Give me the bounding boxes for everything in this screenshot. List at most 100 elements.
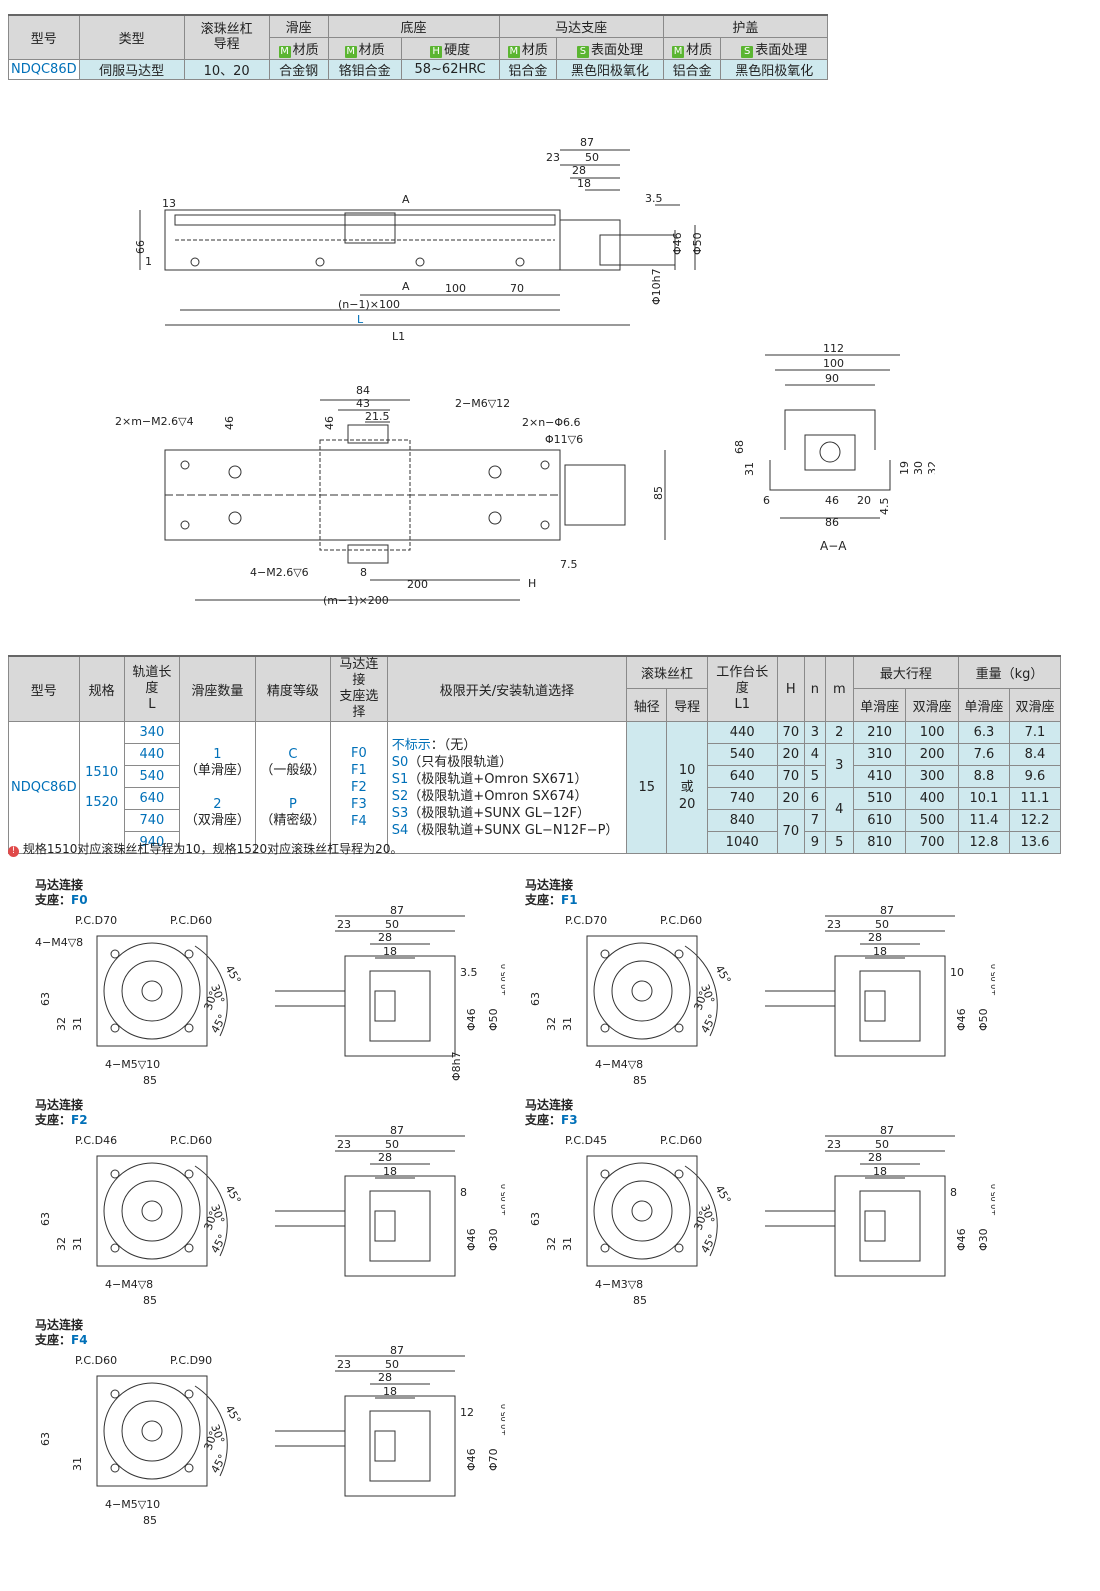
dim-28: 28: [868, 1151, 882, 1164]
cell-weight-double: 8.4: [1008, 743, 1062, 766]
dim-end: 3.5: [460, 966, 478, 979]
dim-13: 13: [162, 197, 176, 210]
dim-phi46: Φ46: [955, 1008, 968, 1031]
th-stroke-single: 单滑座: [852, 688, 907, 722]
limit-code-s4: S4: [391, 822, 409, 838]
cell-m: 4: [824, 787, 854, 832]
dim-H: H: [528, 577, 536, 590]
cell-model: NDQC86D: [8, 721, 80, 854]
dim-100: 100: [823, 357, 844, 370]
dim-phi46: Φ46: [955, 1228, 968, 1251]
limit-code-s3: S3: [391, 805, 409, 821]
dim-87: 87: [390, 1346, 404, 1357]
dim-23: 23: [546, 151, 560, 164]
dim-30: 30: [912, 461, 925, 475]
dim-32: 32: [55, 1017, 68, 1031]
mount-title: 马达连接支座：F1: [525, 878, 578, 907]
cell-weight-double: 9.6: [1008, 765, 1062, 788]
dim-43: 43: [356, 397, 370, 410]
cell-stroke-double: 400: [905, 787, 959, 810]
dim-23: 23: [337, 1138, 351, 1151]
cell-weight-double: 11.1: [1008, 787, 1062, 810]
dim-50: 50: [385, 1358, 399, 1371]
slider-qty-2-label: （双滑座）: [184, 812, 250, 828]
th-model: 型号: [8, 655, 80, 722]
angle-a2: 30°: [698, 1203, 717, 1226]
cell-n: 5: [803, 765, 826, 788]
th-max-stroke: 最大行程: [852, 655, 959, 690]
cell-stroke-double: 300: [905, 765, 959, 788]
dim-height: 63: [529, 992, 542, 1006]
section-mark-a-top: A: [402, 193, 410, 206]
dim-31: 31: [743, 462, 756, 476]
dim-32: 32: [545, 1017, 558, 1031]
cell-n: 7: [803, 809, 826, 832]
cell-motor-material: 铝合金: [498, 58, 558, 80]
limit-text-s4: （极限轨道+SUNX GL−N12F−P）: [408, 822, 619, 838]
dim-L: L: [357, 313, 364, 326]
dim-n-1-100: (n−1)×100: [338, 298, 400, 311]
cell-rail-540: 540: [123, 765, 181, 788]
limit-text-s1: （极限轨道+Omron SX671）: [408, 771, 588, 787]
dim-87: 87: [390, 1126, 404, 1137]
dim-50: 50: [875, 918, 889, 931]
cell-cover-surface: 黑色阳极氧化: [720, 58, 828, 80]
th-m: m: [824, 655, 854, 722]
angle-a3: 30°: [202, 1429, 221, 1452]
cell-H: 70: [776, 765, 805, 788]
mount-code: F1: [561, 893, 578, 907]
dim-50: 50: [385, 918, 399, 931]
dim-6: 6: [763, 494, 770, 507]
cell-stroke-single: 310: [852, 743, 907, 766]
dim-100: 100: [445, 282, 466, 295]
mount-code: F2: [71, 1113, 88, 1127]
angle-a3: 30°: [202, 1209, 221, 1232]
th-model: 型号: [8, 14, 80, 60]
cell-stroke-double: 500: [905, 809, 959, 832]
th-weight-double: 双滑座: [1008, 688, 1062, 722]
mount-code: F4: [71, 1333, 88, 1347]
dim-85: 85: [652, 486, 665, 500]
cell-shaft: 15: [626, 721, 668, 854]
top-table-row: NDQC86D 伺服马达型 10、20 合金钢 铬钼合金 58~62HRC 铝合…: [8, 58, 828, 80]
pcd-right-label: P.C.D60: [170, 914, 212, 927]
dim-end: 10: [950, 966, 964, 979]
main-spec-table: 型号 规格 轨道长度 L 滑座数量 精度等级 马达连接 支座选择 极限开关/安装…: [8, 655, 1062, 854]
pcd-left-label: P.C.D70: [565, 914, 607, 927]
th-shaft: 轴径: [626, 688, 668, 722]
th-type: 类型: [78, 14, 185, 60]
cell-limit-options: 不标示：（无） S0（只有极限轨道） S1（极限轨道+Omron SX671） …: [386, 721, 628, 854]
dim-18: 18: [873, 1165, 887, 1178]
limit-text-s3: （极限轨道+SUNX GL−12F）: [408, 805, 590, 821]
dim-84: 84: [356, 384, 370, 397]
precision-p: P: [288, 796, 297, 812]
dim-87: 87: [390, 906, 404, 917]
cell-weight-single: 11.4: [957, 809, 1010, 832]
holes-bottom-label: 4−M4▽8: [595, 1058, 643, 1071]
cell-stroke-single: 510: [852, 787, 907, 810]
th-spec: 规格: [78, 655, 125, 722]
dim-width: 85: [143, 1514, 157, 1527]
th-base: 底座: [327, 14, 500, 38]
dim-phi-out: Φ50: [487, 1008, 500, 1031]
cell-rail-940: 940: [123, 831, 181, 854]
holes-bottom-label: 4−M4▽8: [105, 1278, 153, 1291]
pcd-right-label: P.C.D60: [170, 1134, 212, 1147]
holes-top-label: 4−M4▽8: [35, 936, 83, 949]
cell-stroke-single: 610: [852, 809, 907, 832]
cell-model: NDQC86D: [8, 58, 80, 80]
dim-112: 112: [823, 342, 844, 355]
dim-50: 50: [385, 1138, 399, 1151]
th-rail-length: 轨道长度 L: [123, 655, 181, 722]
dim-L1: L1: [392, 330, 405, 343]
motor-option-f4: F4: [351, 814, 367, 829]
mount-title: 马达连接支座：F3: [525, 1098, 578, 1127]
